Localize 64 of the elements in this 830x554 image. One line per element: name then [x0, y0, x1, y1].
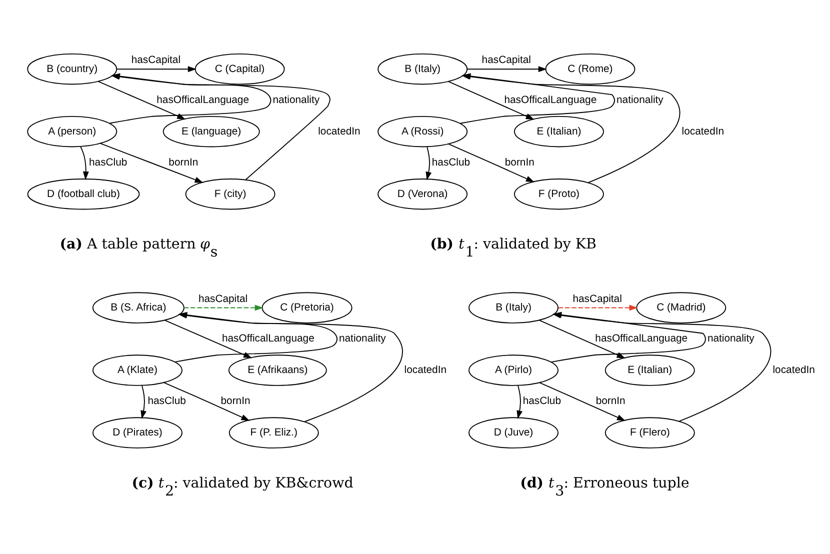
edge-label: nationality [707, 334, 754, 345]
edge-label: hasOfficalLanguage [504, 95, 597, 106]
node-ellipse: E (Afrikaans) [228, 354, 327, 386]
arrow [116, 66, 196, 72]
edge-label: hasCapital [572, 294, 622, 305]
edge-label: bornIn [220, 396, 250, 408]
node-ellipse: A (Pirlo) [468, 354, 558, 386]
node-ellipse: B (Italy) [378, 53, 468, 85]
edge-label: hasOfficalLanguage [595, 334, 688, 345]
node-ellipse: A (Klate) [92, 354, 182, 386]
arrow [426, 146, 432, 180]
node-ellipse: A (Rossi) [378, 116, 468, 148]
edge-label: hasClub [522, 396, 562, 408]
arrow [184, 304, 264, 311]
edge-label: bornIn [504, 158, 534, 169]
arrow [80, 146, 89, 180]
arrow [558, 304, 638, 311]
node-ellipse: D (Verona) [378, 178, 468, 210]
node-ellipse: D (Juve) [468, 417, 558, 448]
node-ellipse: F (P. Eliz.) [228, 417, 319, 448]
arrow [467, 66, 547, 72]
edge-label: hasOfficalLanguage [156, 95, 250, 106]
edge-label: bornIn [168, 158, 198, 169]
edge-label: nationality [616, 95, 664, 106]
edge-label: nationality [339, 334, 386, 345]
arrow [539, 320, 626, 358]
node-ellipse: E (Italian) [514, 116, 604, 148]
arrow [140, 384, 146, 420]
edge-label: locatedIn [318, 126, 360, 138]
node-ellipse: D (football club) [27, 178, 140, 210]
edge-label: hasCapital [131, 55, 181, 66]
arrow [448, 144, 535, 182]
arrow [539, 382, 626, 421]
arrow [164, 320, 252, 358]
node-ellipse: A (person) [27, 116, 118, 148]
arrow [448, 81, 534, 120]
edge-label: locatedIn [682, 126, 724, 138]
node-ellipse: F (Proto) [514, 178, 604, 210]
arrow [98, 80, 186, 120]
node-ellipse: C (Madrid) [636, 292, 726, 324]
edge-label: hasCapital [482, 55, 531, 66]
edge-label: nationality [272, 95, 320, 106]
node-ellipse: B (country) [27, 53, 118, 85]
node-ellipse: C (Pretoria) [262, 292, 352, 324]
edge-label: hasClub [148, 396, 186, 408]
arrow [100, 142, 204, 183]
arrow [163, 382, 250, 421]
edge-label: hasClub [432, 158, 470, 169]
node-ellipse: E (language) [162, 116, 260, 148]
node-ellipse: F (city) [185, 178, 276, 210]
arrow [516, 384, 522, 420]
edge-label: locatedIn [772, 364, 815, 376]
node-ellipse: F (Flero) [604, 417, 695, 448]
node-ellipse: D (Pirates) [92, 417, 182, 448]
node-ellipse: B (S. Africa) [92, 292, 184, 324]
edge-label: hasCapital [198, 294, 248, 305]
node-ellipse: B (Italy) [468, 292, 558, 324]
edge-label: bornIn [596, 396, 626, 408]
edge-label: locatedIn [404, 364, 447, 376]
node-ellipse: C (Rome) [545, 53, 636, 85]
node-ellipse: C (Capital) [194, 53, 285, 85]
node-ellipse: E (Italian) [604, 354, 695, 386]
edge-label: hasOfficalLanguage [222, 334, 314, 345]
edge-label: hasClub [89, 158, 128, 169]
